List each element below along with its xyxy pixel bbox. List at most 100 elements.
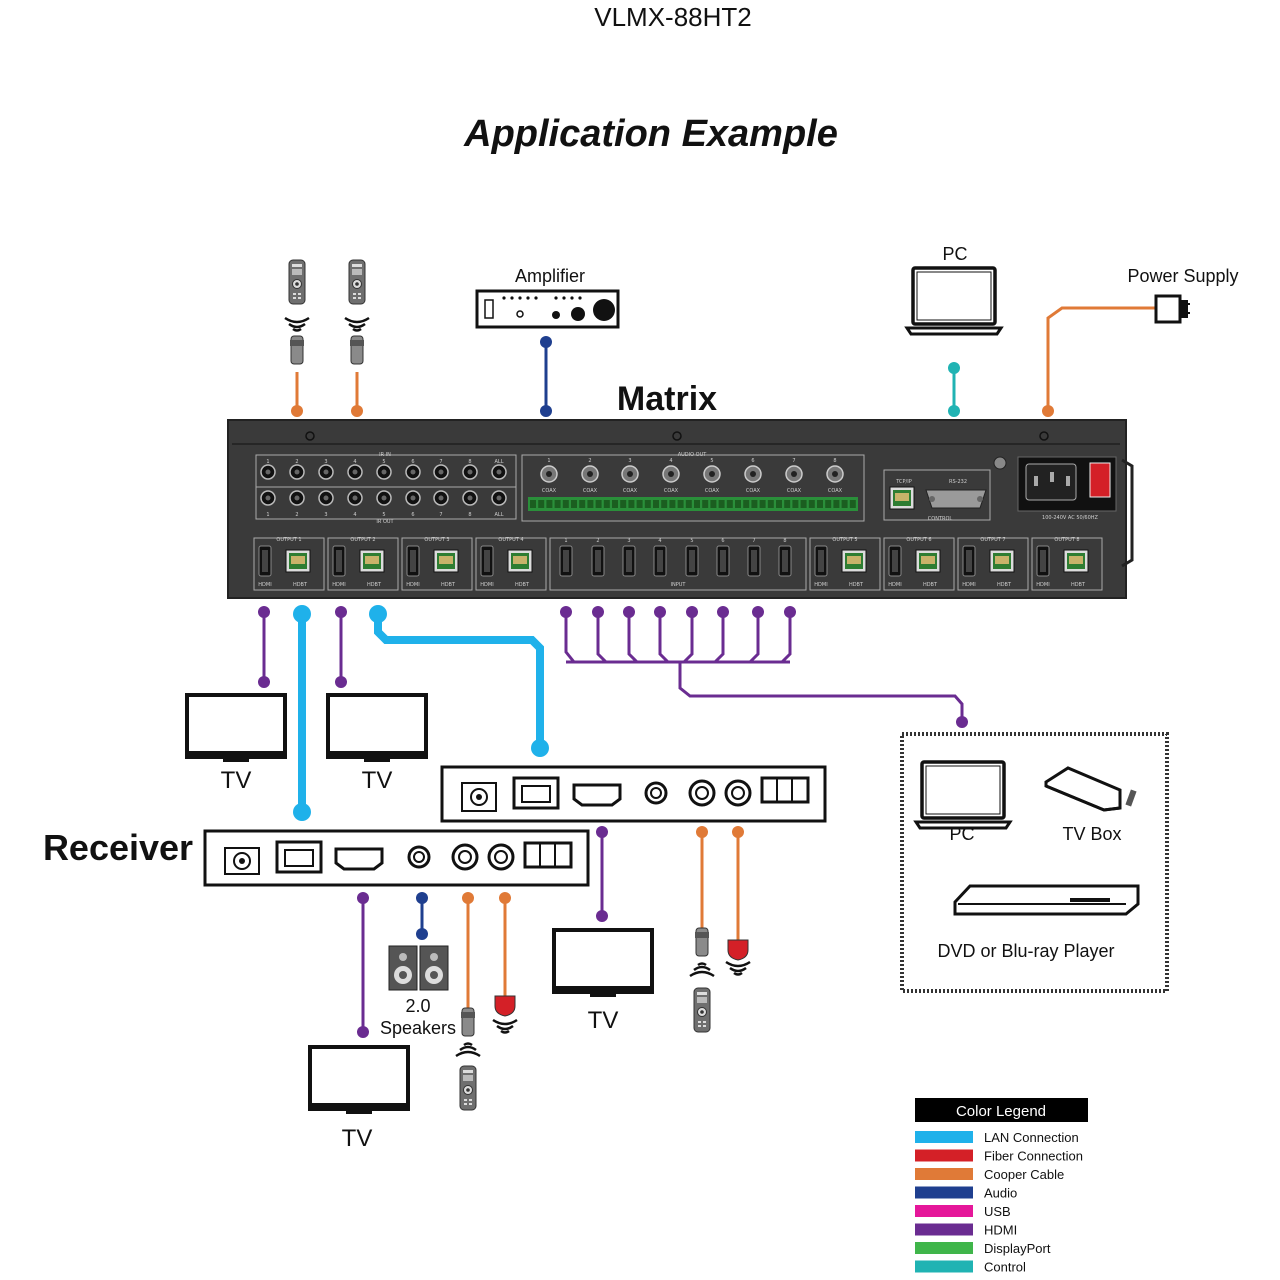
output-label: OUTPUT 4	[498, 537, 523, 543]
coax-label: COAX	[705, 488, 720, 494]
output-label: OUTPUT 8	[1054, 537, 1079, 543]
legend-item-label: Fiber Connection	[984, 1149, 1083, 1164]
hdmi-port-icon	[332, 545, 346, 577]
ir-in-number: 5	[382, 459, 385, 465]
ir-out-number: 1	[266, 512, 269, 518]
hdmi-label: HDMI	[962, 582, 975, 588]
ir-receiver-icon	[289, 335, 305, 365]
legend-item-label: HDMI	[984, 1223, 1017, 1238]
coax-number: 1	[547, 458, 550, 464]
hdmi-input-port-icon	[778, 545, 792, 577]
ir-in-number: 6	[411, 459, 414, 465]
ir-waves-icon	[688, 962, 716, 978]
ir-cable-receiver-3-dot	[696, 826, 708, 838]
coax-number: 5	[710, 458, 713, 464]
remote-icon	[459, 1065, 477, 1111]
coax-label: COAX	[828, 488, 843, 494]
hdbt-port-icon	[359, 549, 385, 573]
coax-label: COAX	[542, 488, 557, 494]
ir-cable-receiver-1-dot	[462, 892, 474, 904]
laptop-icon	[905, 266, 1003, 336]
coax-number: 8	[833, 458, 836, 464]
terminal-port-icon	[760, 776, 810, 804]
legend-item-label: USB	[984, 1204, 1011, 1219]
laptop-icon	[914, 760, 1012, 830]
hdmi-label: HDMI	[888, 582, 901, 588]
control-label: CONTROL	[928, 516, 953, 522]
ir-remote-group-1	[283, 259, 311, 365]
legend-swatch	[915, 1131, 973, 1143]
page-title: Application Example	[463, 113, 838, 155]
hdbt-label: HDBT	[923, 582, 938, 588]
tcpip-label: TCP/IP	[895, 479, 911, 485]
output-label: OUTPUT 2	[350, 537, 375, 543]
source-dvd-label: DVD or Blu-ray Player	[937, 941, 1114, 961]
audio-terminal-block	[528, 497, 858, 511]
ir-in-label: IR IN	[379, 452, 391, 458]
ir-out-number: 4	[353, 512, 356, 518]
lan-cable-receiver-1-dot-bottom	[293, 803, 311, 821]
ir-in-number: 4	[353, 459, 356, 465]
coax-number: 3	[628, 458, 631, 464]
hdmi-input-port-icon	[716, 545, 730, 577]
audio-cable-amplifier-dot-bottom	[540, 405, 552, 417]
ir-out-number: 7	[439, 512, 442, 518]
audio-cable-speakers-dot-top	[416, 892, 428, 904]
ir-waves-icon	[343, 316, 371, 332]
input-label: INPUT	[671, 582, 687, 588]
output-block	[957, 537, 1029, 591]
speakers-label-line1: 2.0	[405, 996, 430, 1016]
hdmi-cable-tv-4-dot-top	[357, 892, 369, 904]
ir-in-number: 7	[439, 459, 442, 465]
hdbt-port-icon	[989, 549, 1015, 573]
tcpip-port-icon	[889, 486, 915, 510]
hdbt-port-icon	[915, 549, 941, 573]
hdmi-label: HDMI	[480, 582, 493, 588]
sources-box: PC TV Box DVD or Blu-ray Player	[900, 732, 1169, 993]
remote-icon	[348, 259, 366, 305]
ir-out-number: 8	[468, 512, 471, 518]
ir-in-number: 3	[324, 459, 327, 465]
coax-number: 4	[669, 458, 672, 464]
receiver-device-2	[440, 765, 827, 823]
speakers-label-line2: Speakers	[380, 1018, 456, 1038]
ir-waves-icon	[283, 316, 311, 332]
hdmi-label: HDMI	[332, 582, 345, 588]
hdmi-cable-tv-4-dot-bottom	[357, 1026, 369, 1038]
hdmi-port-icon	[888, 545, 902, 577]
hdbt-label: HDBT	[849, 582, 864, 588]
ir-in-number: ALL	[495, 459, 504, 465]
hdmi-port-icon	[814, 545, 828, 577]
output-label: OUTPUT 3	[424, 537, 449, 543]
power-supply-label: Power Supply	[1127, 266, 1238, 286]
tv-icon	[552, 928, 654, 999]
ir-in-number: 1	[266, 459, 269, 465]
legend-title-bar	[915, 1098, 1088, 1122]
legend-swatch	[915, 1242, 973, 1254]
hdbt-label: HDBT	[293, 582, 308, 588]
ir-out-number: 3	[324, 512, 327, 518]
output-label: OUTPUT 1	[276, 537, 301, 543]
hdmi-port-icon	[480, 545, 494, 577]
output-block	[475, 537, 547, 591]
hdmi-input-port-icon	[685, 545, 699, 577]
remote-icon	[693, 987, 711, 1033]
tv-icon	[326, 693, 428, 764]
hdmi-cable-tv-2-dot-bottom	[335, 676, 347, 688]
coax-label: COAX	[623, 488, 638, 494]
output-block	[401, 537, 473, 591]
ir-emitter-icon	[727, 939, 749, 961]
legend-swatch	[915, 1260, 973, 1273]
hdmi-port-icon	[1036, 545, 1050, 577]
hdbt-label: HDBT	[367, 582, 382, 588]
power-cable	[1046, 306, 1155, 410]
ir-receiver-icon	[349, 335, 365, 365]
hdmi-label: HDMI	[258, 582, 271, 588]
hdmi-port-icon	[962, 545, 976, 577]
remote-icon	[288, 259, 306, 305]
